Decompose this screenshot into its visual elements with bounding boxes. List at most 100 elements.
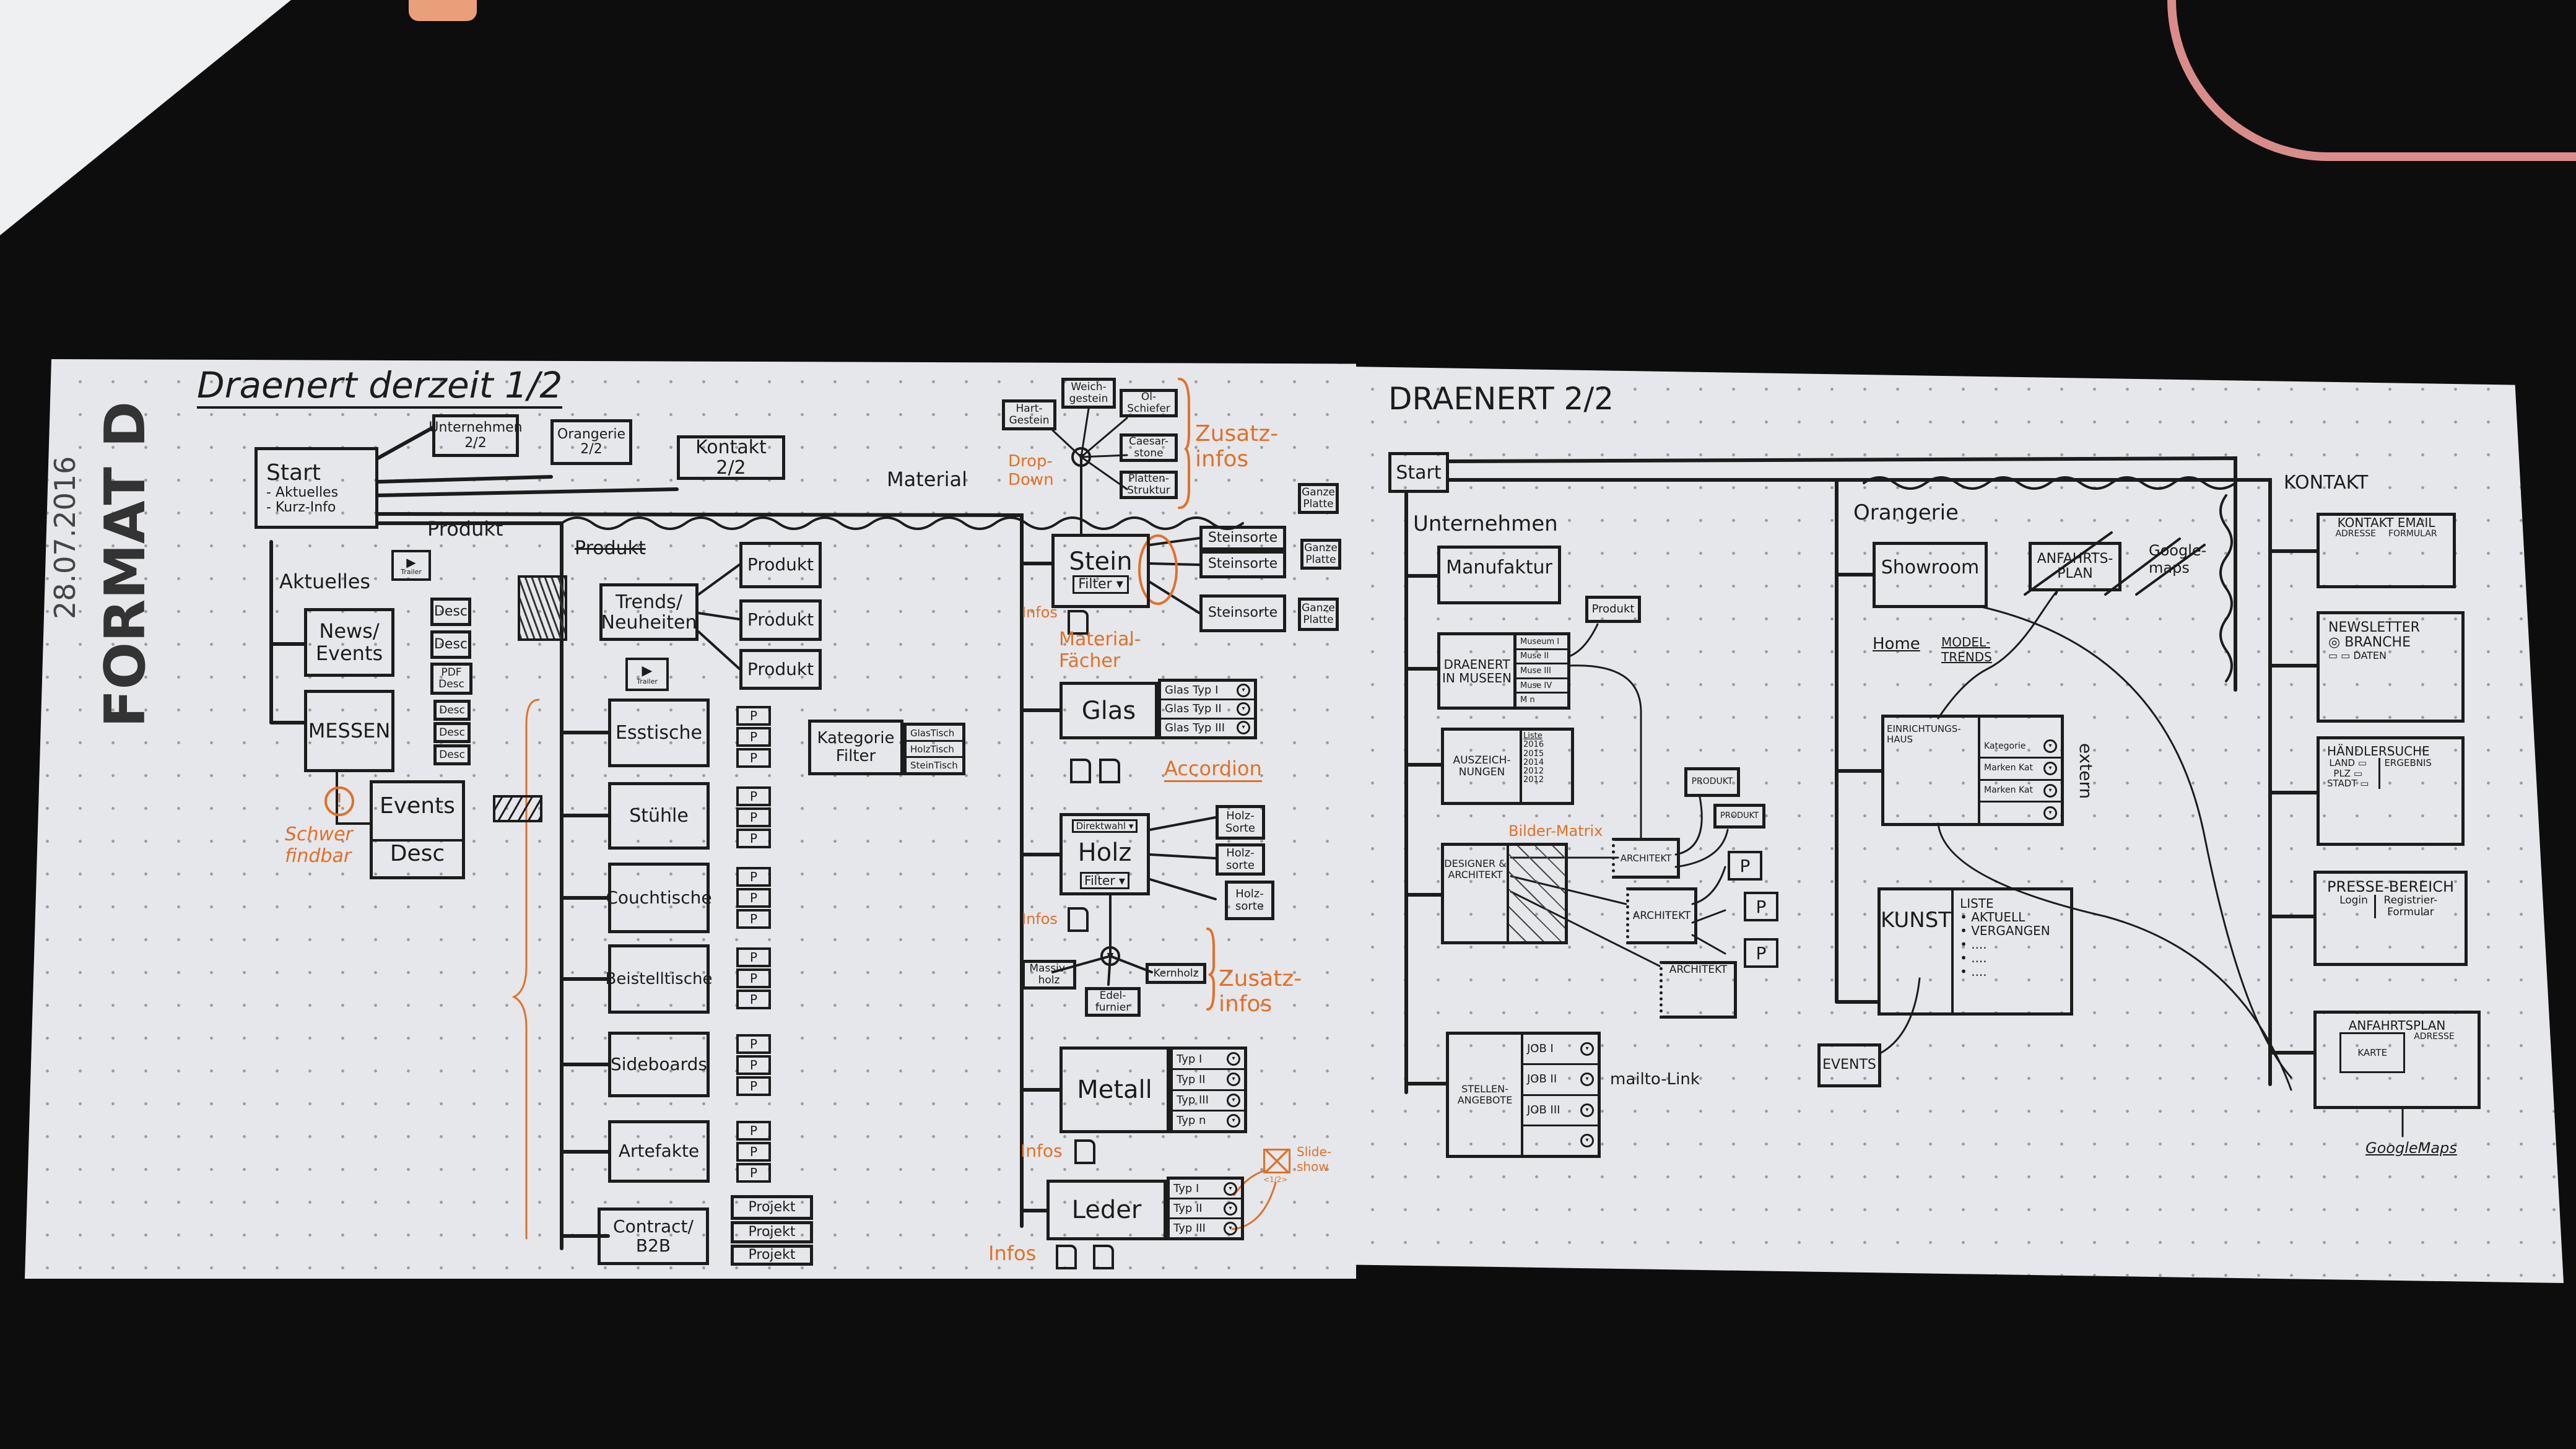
einrichtung-item[interactable]: ▾ xyxy=(1980,803,2061,823)
category-contract-b2b[interactable]: Contract/ B2B xyxy=(598,1208,709,1265)
manufaktur-box[interactable]: Manufaktur xyxy=(1437,546,1561,604)
einrichtung-box[interactable]: EINRICHTUNGS-HAUS Kategorie▾ Marken Kat▾… xyxy=(1881,715,2064,826)
stellen-box[interactable]: STELLEN-ANGEBOTE JOB I▾ JOB II▾ JOB III▾… xyxy=(1446,1032,1601,1158)
produkt-box[interactable]: Produkt xyxy=(1585,596,1641,623)
holz-box[interactable]: Direktwahl ▾ Holz Filter ▾ xyxy=(1060,813,1150,895)
stein-box[interactable]: Stein Filter ▾ xyxy=(1051,534,1150,608)
home-link[interactable]: Home xyxy=(1873,635,1920,653)
presse-box[interactable]: PRESSE-BEREICH Login Registrier-Formular xyxy=(2313,871,2468,966)
category-couchtische[interactable]: Couchtische xyxy=(606,863,712,933)
einrichtung-item[interactable]: Marken Kat▾ xyxy=(1980,781,2061,803)
accordion-item[interactable]: Glas Typ I▾ xyxy=(1161,682,1254,701)
filter-option[interactable]: SteinTisch xyxy=(910,759,958,771)
einrichtung-item[interactable]: Marken Kat▾ xyxy=(1980,759,2061,781)
anfahrtsplan-box[interactable]: ANFAHRTSPLAN KARTE ADRESSE xyxy=(2313,1011,2481,1109)
auszeichnungen-box[interactable]: AUSZEICH-NUNGEN Liste 2016 2015 2014 201… xyxy=(1441,728,1574,805)
p-box[interactable]: P xyxy=(1744,938,1778,968)
stadt-field[interactable]: STADT ▭ xyxy=(2327,778,2369,789)
start-box[interactable]: Start - Aktuelles - Kurz-Info xyxy=(255,447,378,529)
slideshow-nav[interactable]: <1/2> xyxy=(1263,1175,1288,1184)
job-item[interactable]: ▾ xyxy=(1523,1126,1598,1155)
model-trends-link[interactable]: MODEL-TRENDS xyxy=(1941,635,1992,664)
newsletter-box[interactable]: NEWSLETTER ◎ BRANCHE ▭ ▭ DATEN xyxy=(2317,611,2465,723)
museen-box[interactable]: DRAENERT IN MUSEEN xyxy=(1437,632,1516,710)
register-link[interactable]: Registrier-Formular xyxy=(2374,895,2442,918)
dropdown-icon[interactable]: ▼ xyxy=(1071,447,1091,467)
kunst-item[interactable]: • VERGANGEN xyxy=(1960,923,2050,938)
p-box[interactable]: P xyxy=(1744,892,1778,921)
p-box[interactable]: P xyxy=(736,867,771,887)
job-item[interactable]: JOB III▾ xyxy=(1523,1096,1598,1126)
museum-item[interactable]: Muse II xyxy=(1516,650,1567,665)
trends-box[interactable]: Trends/ Neuheiten xyxy=(599,583,698,641)
category-beistelltische[interactable]: Beistelltische xyxy=(606,944,713,1014)
museum-item[interactable]: Museum I xyxy=(1516,635,1567,650)
leder-box[interactable]: Leder xyxy=(1046,1180,1167,1240)
category-esstische[interactable]: Esstische xyxy=(608,698,710,767)
kunst-box[interactable]: KUNST LISTE • AKTUELL • VERGANGEN • ....… xyxy=(1878,887,2073,1016)
kategorie-filter-box[interactable]: Kategorie Filter xyxy=(808,720,903,775)
year-item[interactable]: 2012 xyxy=(1523,775,1544,785)
p-box[interactable]: P xyxy=(736,1121,771,1141)
category-artefakte[interactable]: Artefakte xyxy=(608,1120,710,1183)
accordion-item[interactable]: Typ I▾ xyxy=(1170,1180,1241,1199)
p-box[interactable]: P xyxy=(736,1076,771,1096)
museum-item[interactable]: M n xyxy=(1520,695,1535,705)
link-kontakt[interactable]: Kontakt 2/2 xyxy=(677,435,785,480)
accordion-item[interactable]: Typ III▾ xyxy=(1170,1219,1241,1237)
p-box[interactable]: P xyxy=(736,968,771,988)
produkt-box[interactable]: PRODUKT xyxy=(1684,767,1740,797)
p-box[interactable]: P xyxy=(736,829,771,848)
holzsorte-box[interactable]: Holz-sorte xyxy=(1216,843,1265,876)
steinsorte-box[interactable]: Steinsorte xyxy=(1199,594,1286,632)
holzsorte-box[interactable]: Holz-sorte xyxy=(1225,881,1274,920)
projekt-box[interactable]: Projekt xyxy=(731,1245,813,1266)
karte-map[interactable]: KARTE xyxy=(2339,1032,2406,1073)
stein-filter-dropdown[interactable]: Filter ▾ xyxy=(1073,575,1129,594)
accordion-item[interactable]: Typ II▾ xyxy=(1170,1199,1241,1219)
p-box[interactable]: P xyxy=(736,947,771,967)
accordion-item[interactable]: Glas Typ II▾ xyxy=(1161,700,1254,720)
produkt-box[interactable]: Produkt xyxy=(739,649,822,690)
category-stuehle[interactable]: Stühle xyxy=(608,782,710,850)
steinsorte-box[interactable]: Steinsorte xyxy=(1199,550,1286,578)
haendlersuche-box[interactable]: HÄNDLERSUCHE LAND ▭ PLZ ▭ STADT ▭ ERGEBN… xyxy=(2317,736,2465,846)
start-box[interactable]: Start xyxy=(1388,452,1449,493)
category-sideboards[interactable]: Sideboards xyxy=(608,1032,710,1097)
p-box[interactable]: P xyxy=(736,888,771,908)
link-unternehmen[interactable]: Unternehmen 2/2 xyxy=(429,414,523,457)
year-item[interactable]: 2014 xyxy=(1523,757,1544,767)
p-box[interactable]: P xyxy=(736,1055,771,1075)
filter-option[interactable]: GlasTisch xyxy=(907,726,962,742)
p-box[interactable]: P xyxy=(1728,851,1762,881)
p-box[interactable]: P xyxy=(736,748,771,768)
produkt-box[interactable]: Produkt xyxy=(739,599,822,641)
accordion-item[interactable]: Typ III▾ xyxy=(1173,1091,1244,1112)
p-box[interactable]: P xyxy=(736,727,771,747)
newsletter-fields[interactable]: ▭ ▭ DATEN xyxy=(2328,650,2387,662)
messen-box[interactable]: MESSEN xyxy=(304,690,394,772)
dropdown-icon[interactable]: ▼ xyxy=(1100,946,1120,966)
museum-item[interactable]: Muse III xyxy=(1516,664,1567,679)
year-item[interactable]: 2012 xyxy=(1523,767,1544,777)
accordion-item[interactable]: Typ I▾ xyxy=(1173,1050,1244,1071)
projekt-box[interactable]: Projekt xyxy=(731,1195,813,1220)
login-link[interactable]: Login xyxy=(2339,894,2368,907)
architekt-box[interactable]: ARCHITEKT xyxy=(1626,887,1697,944)
glas-box[interactable]: Glas xyxy=(1060,682,1158,739)
plz-field[interactable]: PLZ ▭ xyxy=(2333,767,2363,779)
land-field[interactable]: LAND ▭ xyxy=(2329,757,2367,768)
link-orangerie[interactable]: Orangerie 2/2 xyxy=(550,419,632,465)
p-box[interactable]: P xyxy=(736,909,771,929)
showroom-box[interactable]: Showroom xyxy=(1873,542,1988,608)
accordion-item[interactable]: Typ n▾ xyxy=(1173,1112,1244,1130)
p-box[interactable]: P xyxy=(736,807,771,827)
produkt-box[interactable]: PRODUKT xyxy=(1713,804,1765,829)
p-box[interactable]: P xyxy=(736,706,771,726)
produkt-box[interactable]: Produkt xyxy=(739,542,822,588)
architekt-box[interactable]: ARCHITEKT xyxy=(1660,961,1737,1019)
events-box[interactable]: EVENTS xyxy=(1817,1043,1881,1087)
steinsorte-box[interactable]: Steinsorte xyxy=(1199,526,1286,550)
projekt-box[interactable]: Projekt xyxy=(731,1221,813,1243)
